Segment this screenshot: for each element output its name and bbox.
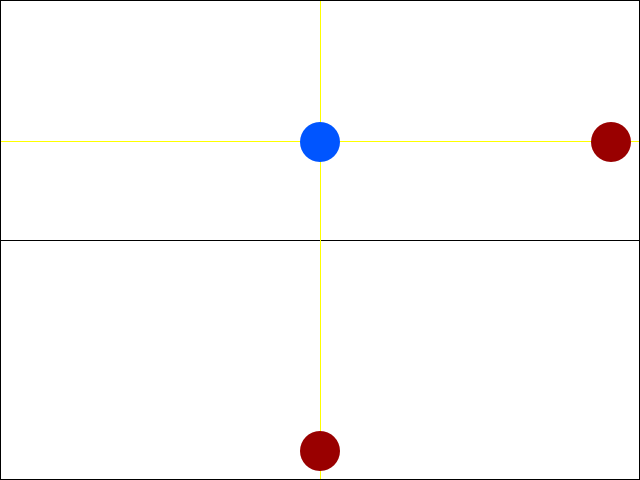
target-ball-right[interactable] xyxy=(591,122,631,162)
target-ball-bottom[interactable] xyxy=(300,431,340,471)
vertical-crosshair-line xyxy=(320,1,321,479)
player-ball[interactable] xyxy=(300,122,340,162)
